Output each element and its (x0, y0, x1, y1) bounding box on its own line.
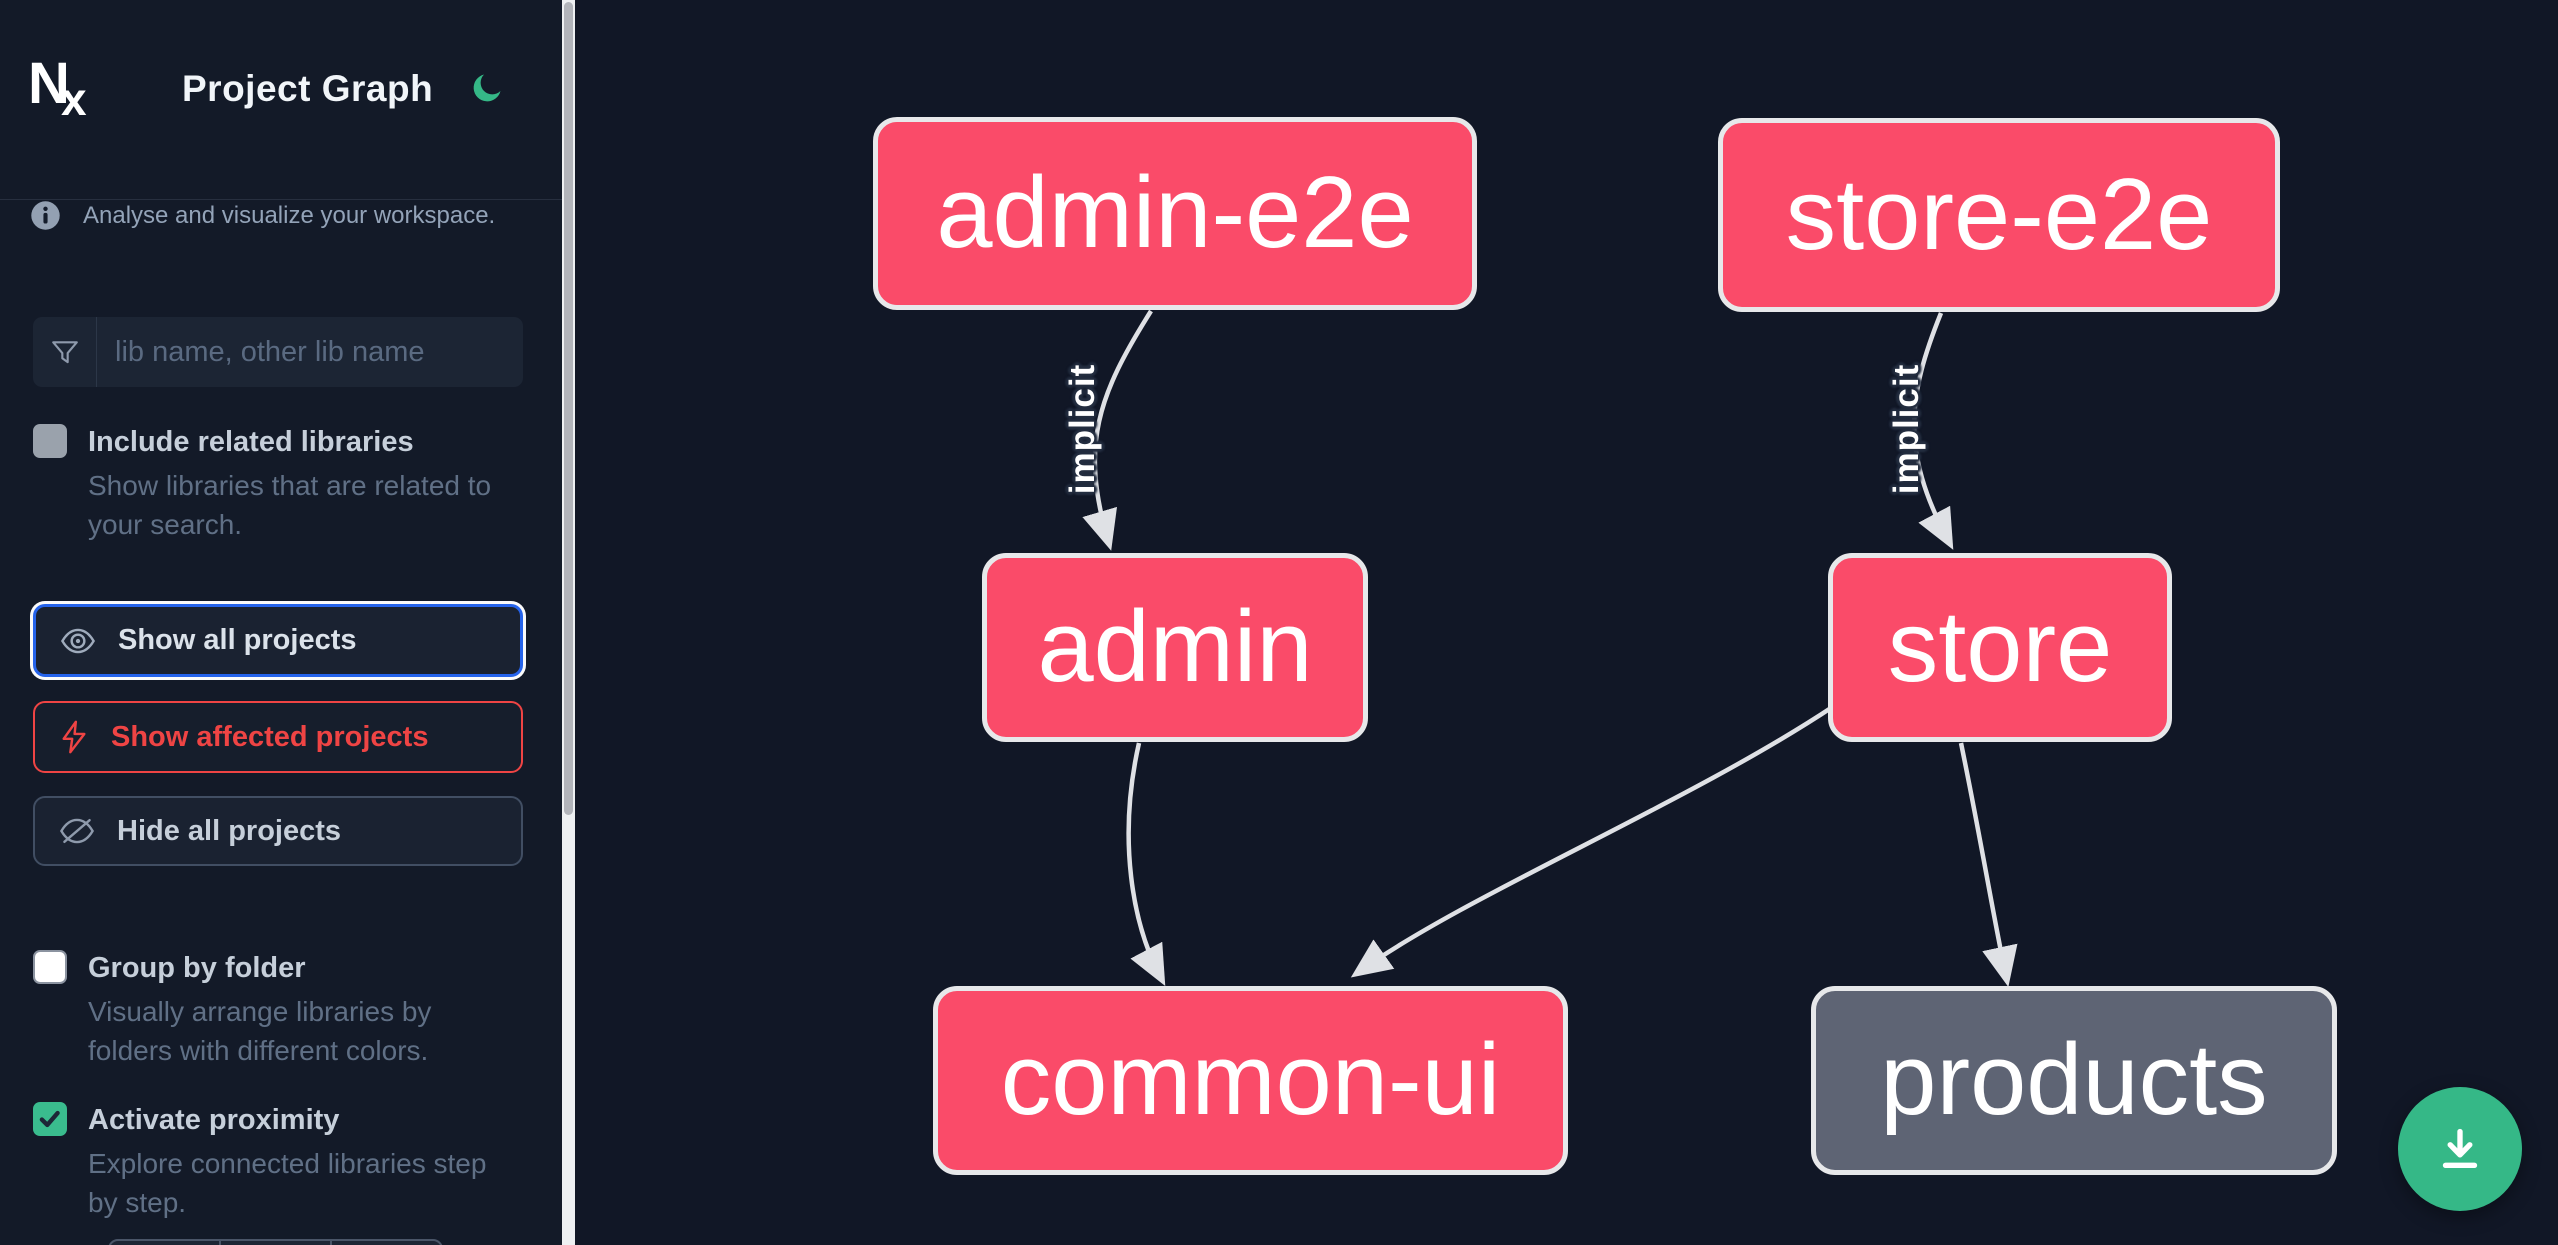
node-label: store-e2e (1785, 158, 2213, 271)
checkbox-description: Visually arrange libraries by folders wi… (88, 996, 432, 1066)
download-icon (2442, 1128, 2478, 1169)
checkbox-activate-proximity[interactable] (33, 1102, 67, 1136)
eye-off-icon (60, 818, 94, 844)
sidebar-scrollbar-thumb[interactable] (564, 2, 573, 815)
workspace-info: Analyse and visualize your workspace. (30, 200, 530, 231)
search-box (33, 317, 523, 387)
proximity-step-segment[interactable] (110, 1241, 221, 1245)
button-label: Hide all projects (117, 814, 342, 847)
node-label: products (1880, 1024, 2268, 1136)
filter-funnel-icon (33, 317, 97, 387)
node-label: admin (1037, 591, 1313, 703)
graph-node-store-e2e[interactable]: store-e2e (1718, 118, 2280, 312)
edge-store-e2e-store[interactable] (1911, 312, 1954, 550)
checkbox-label: Include related libraries (88, 426, 414, 458)
graph-node-admin[interactable]: admin (982, 553, 1368, 742)
proximity-step-control[interactable] (108, 1239, 443, 1245)
graph-node-store[interactable]: store (1828, 553, 2172, 742)
checkbox-row-activate-proximity[interactable]: Activate proximity Explore connected lib… (33, 1102, 528, 1232)
node-label: admin-e2e (936, 157, 1414, 269)
button-label: Show all projects (118, 624, 357, 656)
show-affected-projects-button[interactable]: Show affected projects (33, 701, 523, 773)
hide-all-projects-button[interactable]: Hide all projects (33, 796, 523, 866)
check-icon (39, 1110, 60, 1128)
moon-icon (473, 74, 501, 101)
checkbox-row-group-by-folder[interactable]: Group by folder Visually arrange librari… (33, 950, 528, 1080)
graph-node-common-ui[interactable]: common-ui (933, 986, 1568, 1175)
lightning-bolt-icon (62, 720, 86, 754)
page-title: Project Graph (182, 68, 434, 109)
edge-admin-common-ui[interactable] (1126, 742, 1166, 986)
checkbox-row-include-related[interactable]: Include related libraries Show libraries… (33, 424, 528, 544)
button-label: Show affected projects (111, 720, 429, 753)
show-all-projects-button[interactable]: Show all projects (33, 604, 523, 677)
checkbox-include-related[interactable] (33, 424, 67, 458)
proximity-step-segment[interactable] (221, 1241, 332, 1245)
edge-label-implicit: implicit (1063, 363, 1102, 495)
node-label: store (1887, 591, 2113, 703)
svg-text:x: x (61, 73, 87, 119)
download-graph-button[interactable] (2398, 1087, 2522, 1211)
search-input[interactable] (97, 317, 523, 387)
graph-node-admin-e2e[interactable]: admin-e2e (873, 117, 1477, 310)
nx-logo: N x (28, 55, 87, 119)
header-divider (0, 199, 562, 200)
node-label: common-ui (1000, 1024, 1501, 1136)
info-text: Analyse and visualize your workspace. (83, 201, 496, 229)
checkbox-description: Explore connected libraries step by step… (88, 1148, 487, 1218)
info-icon (31, 201, 60, 230)
checkbox-group-by-folder[interactable] (33, 950, 67, 984)
graph-node-products[interactable]: products (1811, 986, 2337, 1175)
sidebar-scrollbar-track[interactable] (562, 0, 575, 1245)
theme-toggle-button[interactable] (468, 68, 508, 108)
edge-store-products[interactable] (1958, 742, 2018, 988)
sidebar: N x Project Graph Analyse and visualize … (0, 0, 562, 1245)
edge-store-common-ui[interactable] (1350, 704, 1836, 978)
checkbox-description: Show libraries that are related to your … (88, 470, 492, 540)
edge-label-implicit: implicit (1887, 363, 1926, 495)
eye-icon (61, 628, 95, 653)
checkbox-label: Group by folder (88, 952, 306, 984)
checkbox-label: Activate proximity (88, 1104, 340, 1136)
edge-admin-e2e-admin[interactable] (1082, 309, 1153, 551)
proximity-step-segment[interactable] (332, 1241, 441, 1245)
svg-text:N: N (28, 55, 70, 116)
